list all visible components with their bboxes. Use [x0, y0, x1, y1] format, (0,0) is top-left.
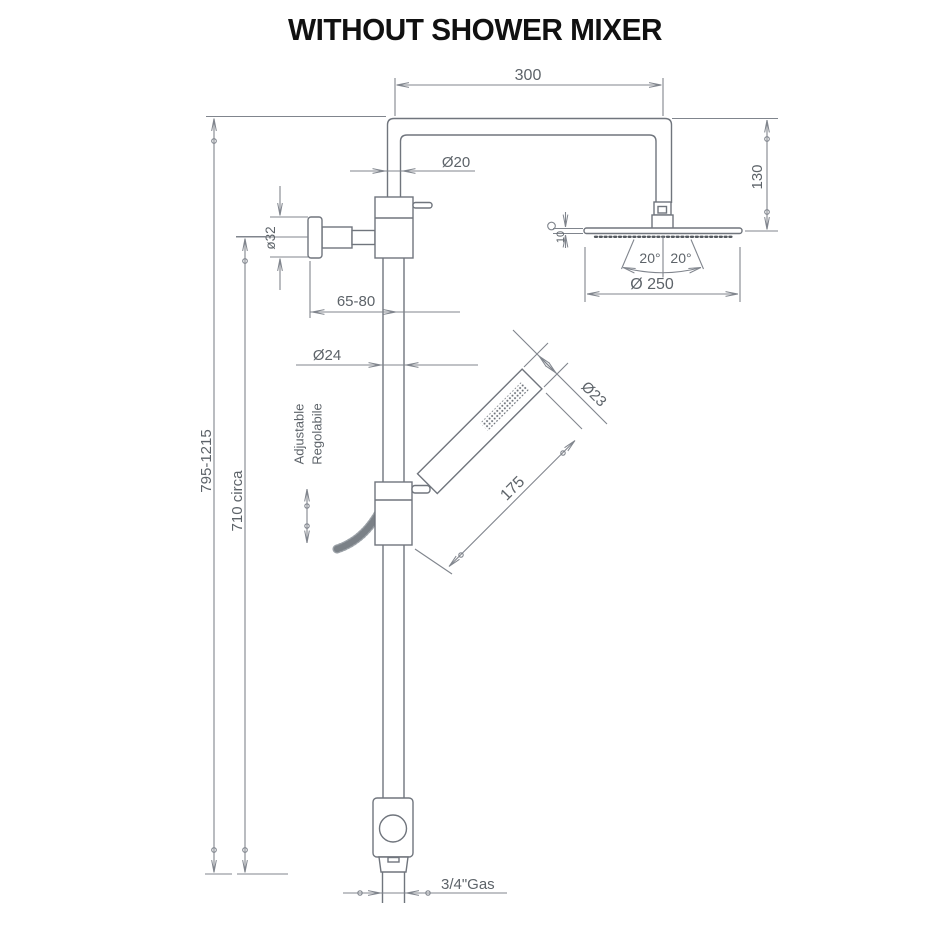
dim-head-diameter-label: Ø 250	[630, 276, 674, 293]
adjustable-annotation: Adjustable Regolabile	[292, 403, 325, 543]
dim-wall-clearance: 65-80	[309, 261, 460, 318]
dim-wall-clearance-label: 65-80	[337, 293, 375, 310]
adjustable-it-label: Regolabile	[310, 403, 325, 464]
dim-rail-diameter-label: Ø24	[313, 347, 341, 364]
dim-head-diameter: Ø 250	[584, 247, 741, 302]
dim-rail-height: 710 circa	[229, 235, 288, 875]
slider-holder	[374, 481, 431, 546]
drawing-title: WITHOUT SHOWER MIXER	[288, 12, 662, 47]
bottom-valve	[372, 797, 414, 873]
hand-shower	[416, 368, 543, 495]
shower-arm	[386, 117, 673, 203]
dim-handset-diameter-label: Ø23	[578, 378, 610, 410]
dim-head-drop-label: 130	[749, 164, 766, 189]
dim-rail-diameter: Ø24	[296, 347, 478, 368]
dim-head-drop: 130	[672, 117, 778, 232]
hand-shower-grip	[480, 382, 529, 431]
dim-knob-diameter-label: ø32	[263, 226, 278, 249]
valve-circle	[378, 814, 408, 843]
dim-arm-pipe-diameter: Ø20	[350, 154, 475, 174]
wall-bracket	[307, 196, 433, 259]
bracket-pin	[412, 201, 433, 209]
dim-outlet-thread: 3/4"Gas	[343, 876, 507, 896]
rain-head	[583, 201, 743, 239]
dim-head-thickness: 10	[547, 212, 583, 248]
dim-head-thickness-label: 10	[555, 231, 567, 243]
dim-arm-length-label: 300	[515, 67, 542, 84]
dim-knob-diameter: ø32	[236, 186, 308, 290]
adjustable-en-label: Adjustable	[292, 404, 307, 465]
dim-rail-height-label: 710 circa	[229, 470, 246, 532]
wall-flange	[307, 216, 323, 259]
shower-hose	[332, 509, 383, 554]
dim-overall-height-label: 795-1215	[198, 429, 215, 492]
spray-angle-right-label: 20°	[670, 250, 691, 266]
dim-outlet-thread-label: 3/4"Gas	[441, 876, 495, 893]
spray-angle-left-label: 20°	[639, 250, 660, 266]
dim-arm-length: 300	[394, 67, 664, 116]
dim-handset-length-label: 175	[497, 473, 528, 504]
dim-arm-pipe-diameter-label: Ø20	[442, 154, 470, 171]
dim-overall-height: 795-1215	[198, 115, 386, 875]
holder-knob	[411, 484, 431, 494]
rain-head-disk	[583, 227, 743, 235]
spray-angle-fan: 20° 20°	[620, 236, 705, 278]
